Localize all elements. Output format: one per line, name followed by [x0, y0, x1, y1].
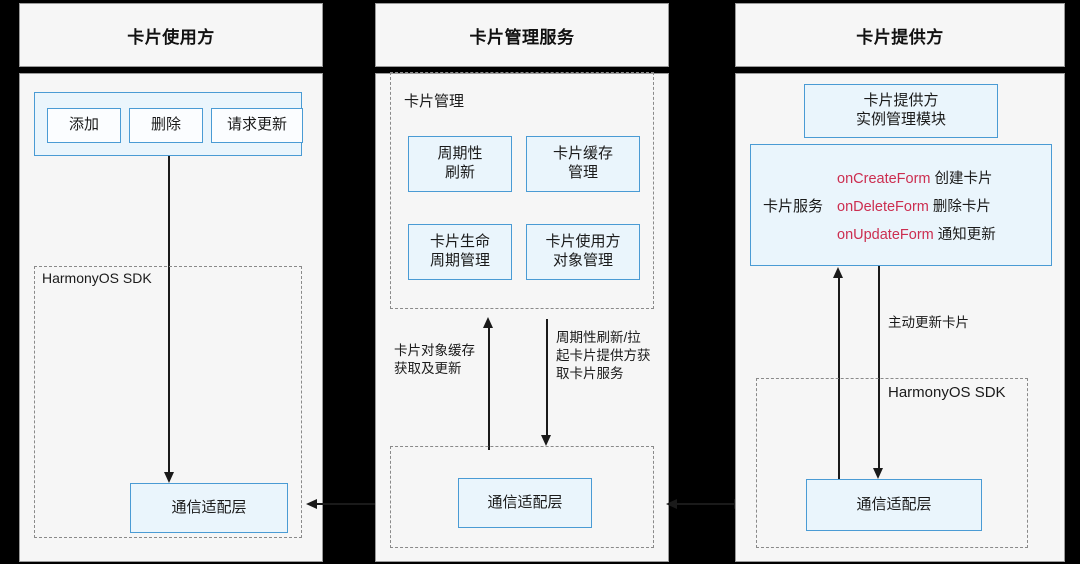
- api-row-onupdateform: onUpdateForm 通知更新: [837, 223, 996, 244]
- api-name-ondeleteform: onDeleteForm: [837, 198, 929, 215]
- adapter-region-manager: [390, 446, 654, 548]
- link-consumer-manager-arrow-left: [306, 498, 317, 509]
- panel-card-provider: 卡片提供方 卡片提供方 实例管理模块 卡片服务 onCreateForm 创建卡…: [735, 0, 1065, 564]
- module-consumer-object-management-line2: 对象管理: [552, 252, 613, 269]
- panel-card-manager-service: 卡片管理服务 卡片管理 周期性 刷新 卡片缓存 管理 卡片生命 周期管理 卡片使…: [375, 0, 669, 564]
- card-service-box: 卡片服务 onCreateForm 创建卡片 onDeleteForm 删除卡片…: [750, 144, 1052, 266]
- connector-pull-provider-arrowhead: [541, 435, 551, 446]
- connector-cache-fetch-arrowhead: [483, 317, 493, 328]
- link-consumer-manager-line: [316, 503, 382, 505]
- action-button-add[interactable]: 添加: [47, 108, 121, 143]
- card-management-group: [390, 72, 654, 309]
- connector-cache-fetch-line: [488, 327, 490, 450]
- edge-label-pull-provider-line1: 周期性刷新/拉: [556, 330, 641, 345]
- provider-instance-management-module: 卡片提供方 实例管理模块: [804, 84, 998, 138]
- sdk-region-provider-label: HarmonyOS SDK: [888, 384, 1006, 401]
- api-desc-onupdateform: 通知更新: [937, 226, 996, 243]
- api-name-onupdateform: onUpdateForm: [837, 226, 934, 243]
- action-button-add-label: 添加: [68, 116, 99, 134]
- module-consumer-object-management: 卡片使用方 对象管理: [526, 224, 640, 280]
- panel-header-card-provider: 卡片提供方: [735, 3, 1065, 67]
- panel-header-card-consumer: 卡片使用方: [19, 3, 323, 67]
- action-group-container: 添加 删除 请求更新: [34, 92, 303, 156]
- link-manager-provider-line: [676, 503, 738, 505]
- edge-label-cache-fetch-line2: 获取及更新: [394, 360, 462, 376]
- module-periodic-refresh-line2: 刷新: [444, 164, 475, 181]
- action-button-delete-label: 删除: [150, 116, 181, 134]
- panel-body-card-provider: 卡片提供方 实例管理模块 卡片服务 onCreateForm 创建卡片 onDe…: [735, 73, 1065, 562]
- module-periodic-refresh-line1: 周期性: [437, 145, 483, 163]
- module-card-lifecycle-management-line2: 周期管理: [429, 252, 490, 269]
- api-row-ondeleteform: onDeleteForm 删除卡片: [837, 195, 996, 216]
- sdk-region-consumer: [34, 266, 302, 538]
- card-service-name: 卡片服务: [763, 197, 824, 215]
- edge-label-pull-provider-line3: 取卡片服务: [556, 365, 624, 381]
- module-card-cache-management-line2: 管理: [567, 164, 598, 181]
- edge-label-pull-provider-line2: 起卡片提供方获: [556, 347, 651, 363]
- connector-consumer-to-adapter-arrowhead: [163, 472, 174, 483]
- edge-label-cache-fetch: 卡片对象缓存 获取及更新: [394, 342, 475, 378]
- action-button-request-update[interactable]: 请求更新: [211, 108, 303, 143]
- provider-instance-management-module-line2: 实例管理模块: [855, 111, 946, 128]
- communication-adapter-manager: 通信适配层: [458, 478, 592, 528]
- api-desc-ondeleteform: 删除卡片: [932, 198, 991, 215]
- module-consumer-object-management-line1: 卡片使用方: [545, 233, 621, 251]
- provider-instance-management-module-line1: 卡片提供方: [863, 92, 939, 110]
- edge-label-pull-provider: 周期性刷新/拉 起卡片提供方获 取卡片服务: [556, 329, 651, 382]
- action-button-delete[interactable]: 删除: [129, 108, 203, 143]
- communication-adapter-consumer: 通信适配层: [130, 483, 288, 533]
- panel-header-card-manager-service: 卡片管理服务: [375, 3, 669, 67]
- action-button-request-update-label: 请求更新: [226, 116, 287, 134]
- card-management-group-label: 卡片管理: [404, 93, 465, 110]
- sdk-region-provider: [756, 378, 1028, 548]
- panel-body-card-consumer: 添加 删除 请求更新 HarmonyOS SDK 通信适配层: [19, 73, 323, 562]
- connector-adapter-to-service-arrowhead: [833, 267, 843, 278]
- link-manager-provider-arrow-left: [666, 498, 677, 509]
- panel-title-card-manager-service: 卡片管理服务: [469, 27, 575, 47]
- connector-pull-provider-line: [546, 319, 548, 437]
- sdk-region-consumer-label: HarmonyOS SDK: [42, 270, 152, 286]
- panel-title-card-consumer: 卡片使用方: [127, 27, 215, 47]
- panel-body-card-manager-service: 卡片管理 周期性 刷新 卡片缓存 管理 卡片生命 周期管理 卡片使用方 对象管理…: [375, 72, 669, 562]
- card-service-api-list: onCreateForm 创建卡片 onDeleteForm 删除卡片 onUp…: [823, 167, 996, 244]
- communication-adapter-manager-label: 通信适配层: [487, 493, 563, 511]
- module-card-lifecycle-management: 卡片生命 周期管理: [408, 224, 512, 280]
- connector-service-to-adapter-arrowhead: [873, 468, 883, 479]
- module-periodic-refresh: 周期性 刷新: [408, 136, 512, 192]
- panel-title-card-provider: 卡片提供方: [856, 27, 944, 47]
- communication-adapter-consumer-label: 通信适配层: [171, 498, 247, 516]
- api-row-oncreateform: onCreateForm 创建卡片: [837, 167, 996, 188]
- connector-consumer-to-adapter: [168, 156, 170, 474]
- panel-card-consumer: 卡片使用方 添加 删除 请求更新 HarmonyOS SDK: [19, 0, 323, 564]
- communication-adapter-provider-label: 通信适配层: [856, 495, 932, 513]
- edge-label-active-update: 主动更新卡片: [888, 315, 969, 330]
- connector-service-to-adapter-line: [878, 266, 880, 470]
- api-name-oncreateform: onCreateForm: [837, 170, 931, 187]
- edge-label-cache-fetch-line1: 卡片对象缓存: [394, 343, 475, 358]
- module-card-cache-management: 卡片缓存 管理: [526, 136, 640, 192]
- module-card-lifecycle-management-line1: 卡片生命: [429, 233, 490, 251]
- module-card-cache-management-line1: 卡片缓存: [552, 145, 613, 163]
- communication-adapter-provider: 通信适配层: [806, 479, 982, 531]
- connector-adapter-to-service-line: [838, 277, 840, 483]
- api-desc-oncreateform: 创建卡片: [934, 170, 993, 187]
